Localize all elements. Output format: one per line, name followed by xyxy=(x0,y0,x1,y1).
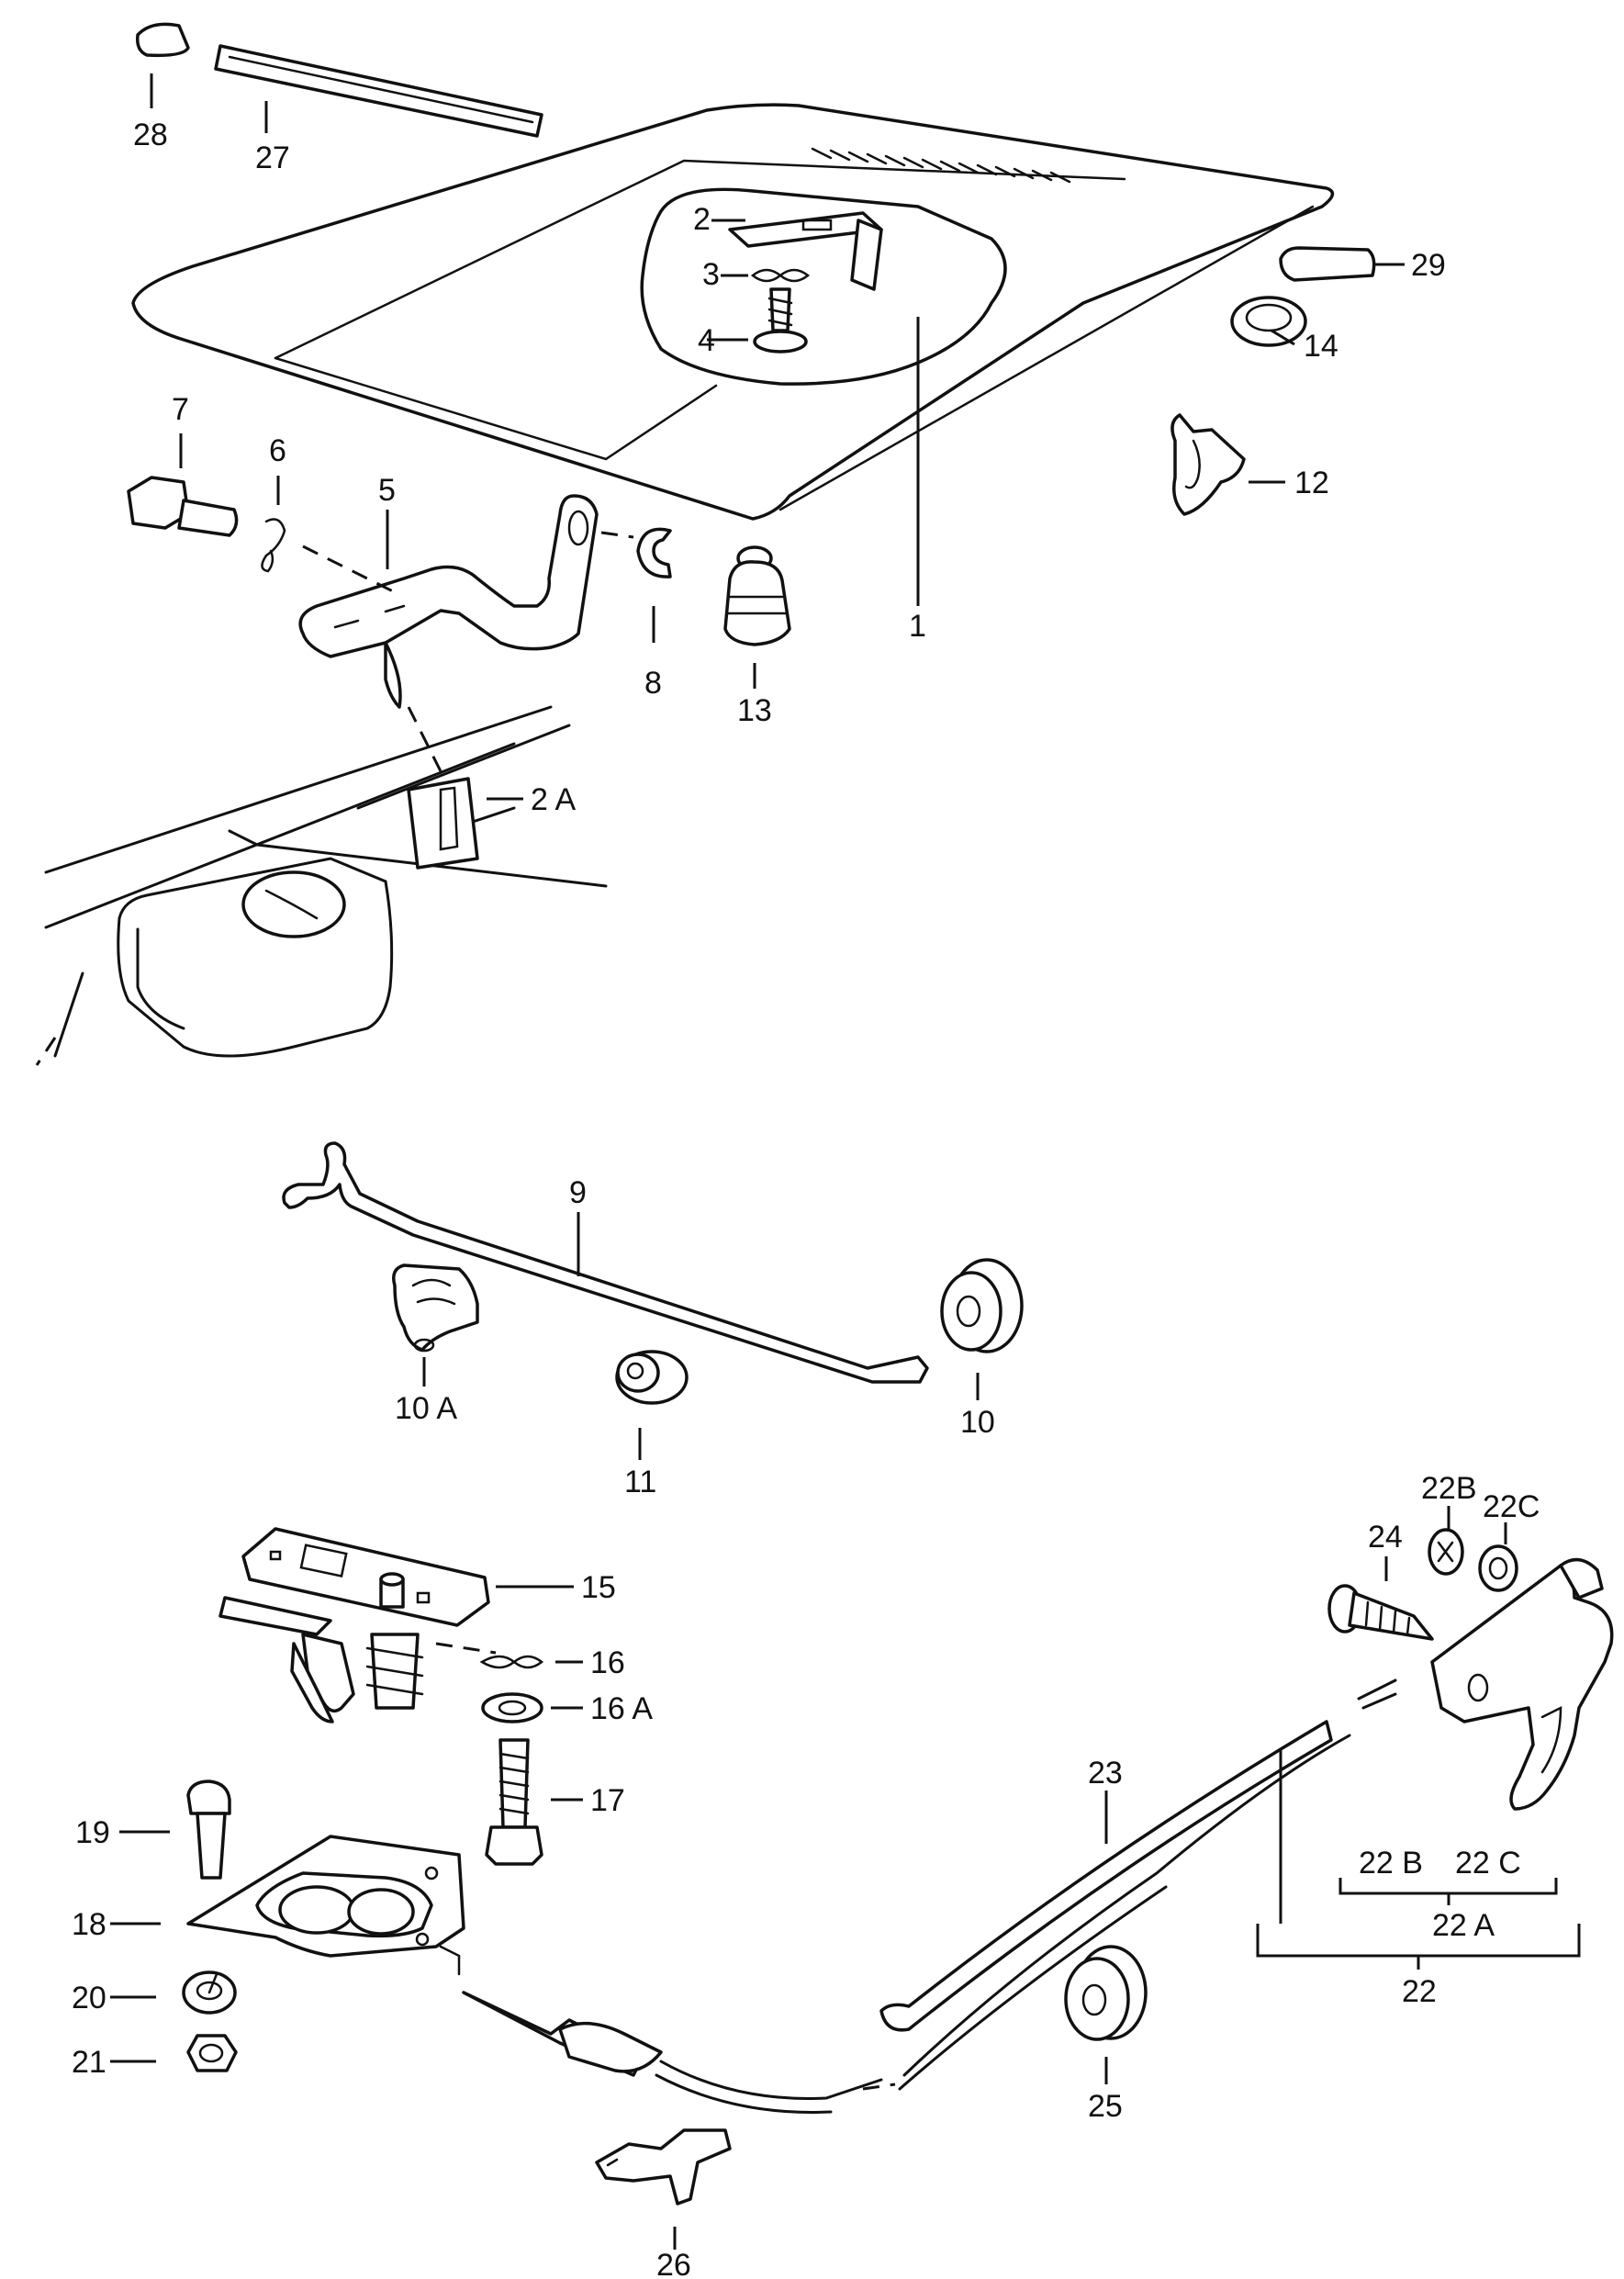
callout-10a: 10 A xyxy=(395,1391,457,1426)
callout-4: 4 xyxy=(698,323,715,358)
callout-10: 10 xyxy=(960,1405,995,1440)
part-15-lock xyxy=(218,1527,490,1723)
part-10-grommet xyxy=(940,1258,1024,1353)
part-8-circlip xyxy=(636,527,672,578)
callout-20: 20 xyxy=(72,1981,106,2015)
callout-15: 15 xyxy=(581,1570,616,1605)
part-27-seal-strip xyxy=(214,44,543,138)
part-25-grommet xyxy=(1064,1945,1148,2041)
part-21-nut xyxy=(186,2034,238,2072)
part-19-bolt xyxy=(186,1779,231,1880)
part-2a-bracket xyxy=(407,777,479,870)
callout-11: 11 xyxy=(624,1465,656,1499)
callout-2a: 2 A xyxy=(531,782,576,817)
part-2-bracket xyxy=(728,211,883,291)
callout-22c: 22C xyxy=(1483,1489,1540,1524)
part-4-screw xyxy=(753,287,808,354)
part-13-stop-buffer xyxy=(723,545,791,646)
callout-6: 6 xyxy=(269,433,286,468)
part-6-spring-washer xyxy=(261,518,286,573)
callout-22a: 22 A xyxy=(1432,1908,1495,1943)
part-17-bolt xyxy=(485,1738,543,1866)
part-22-release-lever xyxy=(1430,1557,1614,1811)
callout-8: 8 xyxy=(644,666,662,701)
part-29-buffer-pad xyxy=(1279,246,1376,282)
callout-14: 14 xyxy=(1304,329,1338,364)
callout-22: 22 xyxy=(1402,1974,1437,2009)
callout-18: 18 xyxy=(72,1907,106,1942)
part-20-spring-washer xyxy=(182,1970,237,2015)
callout-16a: 16 A xyxy=(590,1691,653,1726)
part-10a-clip xyxy=(392,1263,479,1353)
callout-25: 25 xyxy=(1088,2089,1123,2124)
callout-28: 28 xyxy=(133,118,168,152)
part-5-hinge xyxy=(298,494,599,709)
part-15-lock-stud xyxy=(365,1572,497,1710)
callout-26: 26 xyxy=(656,2248,691,2279)
callout-22b-sub: 22 B xyxy=(1359,1846,1423,1880)
part-16a-washer xyxy=(481,1692,543,1723)
callout-23: 23 xyxy=(1088,1756,1123,1791)
part-11-bushing xyxy=(615,1350,689,1405)
callout-9: 9 xyxy=(569,1175,587,1210)
callout-12: 12 xyxy=(1294,466,1329,500)
callout-3: 3 xyxy=(702,257,720,292)
part-26-cable-clip xyxy=(595,2128,732,2206)
callout-5: 5 xyxy=(378,473,396,508)
callout-22b: 22B xyxy=(1421,1471,1477,1506)
callout-27: 27 xyxy=(255,140,290,175)
callout-7: 7 xyxy=(172,392,189,427)
part-9-release-rod xyxy=(282,1141,929,1384)
callout-29: 29 xyxy=(1411,248,1446,283)
part-16-spring-washer xyxy=(479,1655,544,1669)
release-cable xyxy=(462,1678,1397,2114)
part-1-bonnet xyxy=(131,103,1335,521)
part-22c-washer xyxy=(1478,1544,1518,1592)
callout-labels: 28 27 1 2 3 4 29 14 12 7 6 5 8 13 2 A 9 … xyxy=(72,118,1540,2279)
part-12-clip xyxy=(1170,413,1246,516)
part-22b-cap xyxy=(1428,1528,1464,1576)
part-22-cable-cutaway xyxy=(862,1734,1351,2091)
part-24-screw xyxy=(1327,1584,1434,1641)
part-7-bolt xyxy=(127,476,239,537)
part-28-buffer xyxy=(135,22,190,58)
callout-16: 16 xyxy=(590,1645,625,1680)
part-14-grommet xyxy=(1230,296,1307,347)
part-18-lock-plate xyxy=(186,1835,465,1976)
callout-17: 17 xyxy=(590,1783,625,1818)
part-23-cable-sleeve xyxy=(879,1720,1333,2032)
callout-13: 13 xyxy=(737,693,772,728)
callout-2: 2 xyxy=(693,202,711,237)
callout-24: 24 xyxy=(1368,1520,1403,1555)
callout-1: 1 xyxy=(909,609,926,644)
part-3-spring-washer xyxy=(750,268,811,283)
leader-lines xyxy=(110,73,1507,2250)
callout-19: 19 xyxy=(75,1815,110,1850)
body-panel-outline xyxy=(35,705,608,1066)
callout-21: 21 xyxy=(72,2045,106,2080)
callout-22c-sub: 22 C xyxy=(1455,1846,1521,1880)
bracket-22-group xyxy=(1256,1749,1581,1970)
